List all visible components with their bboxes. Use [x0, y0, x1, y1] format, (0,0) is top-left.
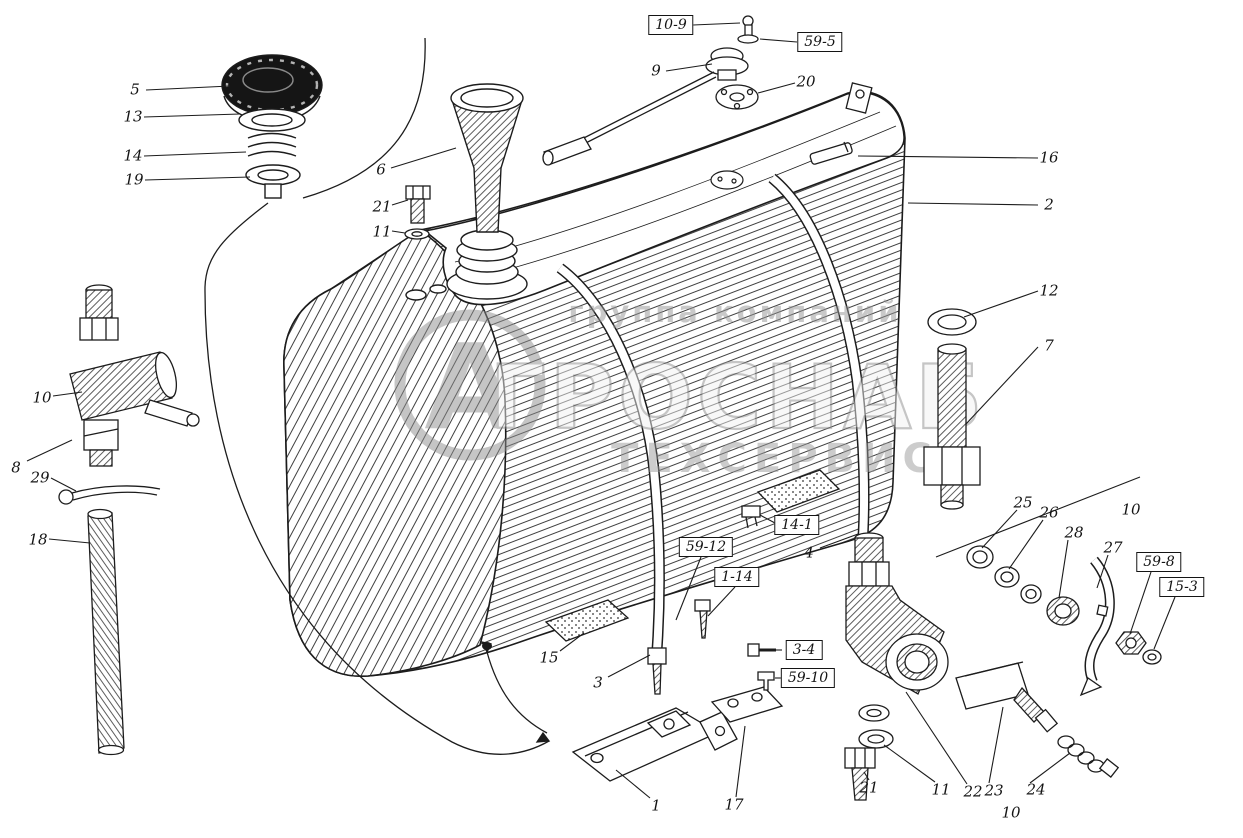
ring-12: [927, 308, 977, 336]
part-label: 1: [651, 796, 661, 815]
part-label: 15: [539, 648, 559, 667]
tank-straps: [556, 173, 870, 651]
tank-end-face: [283, 229, 507, 677]
fuel-valve-assembly: [69, 284, 200, 467]
fuel-tank: [283, 90, 906, 677]
part-label: 23: [984, 781, 1004, 800]
part-label: 11: [372, 222, 392, 241]
ref-label: 59-10: [780, 668, 836, 688]
rubber-pads-15: [544, 469, 841, 642]
assembly-curves: [204, 37, 551, 755]
mount-tab: [845, 82, 873, 114]
part-label: 8: [11, 458, 21, 477]
leader-lines: [26, 22, 1176, 799]
filler-cap-assembly: [221, 54, 323, 199]
part-label: 27: [1103, 538, 1123, 557]
part-label: 10: [32, 388, 52, 407]
spring-24: [1057, 735, 1120, 778]
part-label: 13: [123, 107, 143, 126]
check-valve-23: [955, 661, 1059, 733]
watermark-big-text: ГРОСНАБ: [490, 346, 987, 449]
part-label: 22: [963, 782, 983, 801]
part-label: 10: [1001, 803, 1021, 822]
part-label: 7: [1044, 336, 1054, 355]
part-label: 26: [1039, 503, 1059, 522]
group-line-10-right: [935, 476, 1141, 558]
part-label: 18: [28, 530, 48, 549]
filler-neck: [405, 229, 528, 301]
drain-pipe-18: [87, 508, 125, 756]
elbow-union-assembly: [845, 532, 949, 695]
part-label: 24: [1026, 780, 1046, 799]
ref-label: 59-12: [678, 537, 734, 557]
washers-and-bolt-bottom: [844, 704, 894, 801]
strap-hardware: [647, 505, 776, 695]
part-label: 5: [130, 80, 140, 99]
mount-bracket-1: [571, 707, 738, 782]
ref-label: 10-9: [648, 15, 694, 35]
part-label: 10: [1121, 500, 1141, 519]
ref-label: 3-4: [785, 640, 823, 660]
watermark-logo-circle: [394, 309, 546, 461]
part-label: 14: [123, 146, 143, 165]
ref-label: 1-14: [714, 567, 760, 587]
part-label: 2: [1044, 195, 1054, 214]
fitting-7: [923, 343, 981, 510]
part-label: 19: [124, 170, 144, 189]
tank-top-face: [423, 91, 905, 306]
part-label: 20: [796, 72, 816, 91]
part-label: 28: [1064, 523, 1084, 542]
nut-and-washer-small: [1115, 631, 1162, 665]
sender-plate: [710, 170, 744, 190]
part-label: 11: [931, 780, 951, 799]
bracket-27: [1079, 556, 1115, 697]
watermark-sub-text: ТЕХСЕРВИС: [611, 436, 939, 482]
filler-funnel: [450, 83, 524, 233]
ref-label: 59-5: [797, 32, 843, 52]
plate-17: [710, 686, 784, 723]
valve-handle: [144, 399, 193, 427]
ref-label: 15-3: [1159, 577, 1205, 597]
part-label: 12: [1039, 281, 1059, 300]
bolt-21-top: [404, 185, 431, 240]
part-label: 17: [724, 795, 744, 814]
stud-16: [809, 141, 853, 165]
part-label: 16: [1039, 148, 1059, 167]
part-label: 21: [372, 197, 392, 216]
cotter-wire-29: [58, 485, 161, 505]
part-label: 3: [593, 673, 603, 692]
ref-label: 14-1: [774, 515, 820, 535]
breather-valve-assembly: [542, 15, 759, 166]
part-label: 6: [376, 160, 386, 179]
cap-spring-14: [247, 132, 297, 157]
seal-rings-25-26-28: [966, 545, 1080, 626]
watermark-small-text: группа компаний: [568, 295, 901, 329]
ref-label: 59-8: [1136, 552, 1182, 572]
part-label: 9: [651, 61, 661, 80]
watermark: А группа компаний ГРОСНАБ ТЕХСЕРВИС: [394, 295, 987, 482]
part-label: 25: [1013, 493, 1033, 512]
watermark-logo-letter: А: [424, 318, 515, 456]
part-label: 29: [30, 468, 50, 487]
part-label: 4: [804, 543, 814, 562]
part-label: 21: [859, 778, 879, 797]
